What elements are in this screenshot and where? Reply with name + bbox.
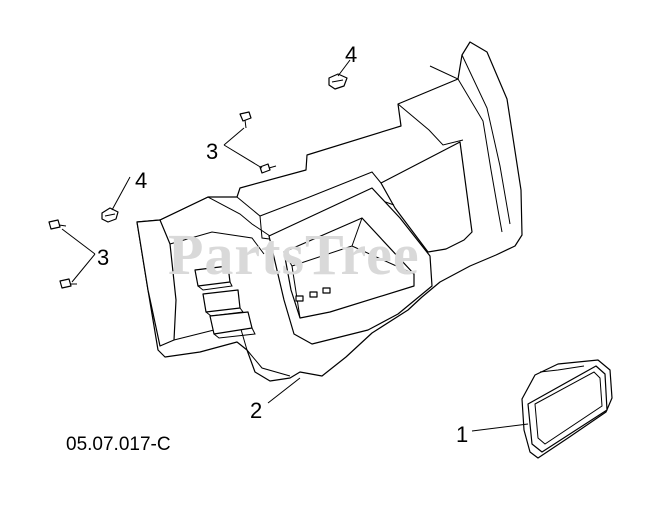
screw-left-upper [48, 219, 67, 230]
callout-3-left: 3 [97, 245, 109, 270]
switch-slot-top [194, 265, 233, 291]
callout-4-left: 4 [135, 168, 147, 193]
watermark-text: PartsTree [168, 222, 420, 287]
switch-slot-middle [202, 289, 244, 317]
callout-2: 2 [250, 398, 262, 423]
dash-panel [136, 41, 523, 382]
leader-lines [61, 59, 529, 432]
screw-left-lower [59, 278, 77, 289]
callout-4-top: 4 [345, 42, 357, 67]
lens-cover [521, 359, 613, 459]
clip-left [101, 207, 119, 223]
callout-1: 1 [456, 422, 468, 447]
clip-top [328, 73, 348, 90]
drawing-code: 05.07.017-C [66, 434, 171, 455]
screw-top-upper [239, 111, 252, 129]
screw-top-lower [259, 163, 277, 174]
callout-3-top: 3 [206, 139, 218, 164]
switch-slot-bottom [209, 311, 256, 339]
